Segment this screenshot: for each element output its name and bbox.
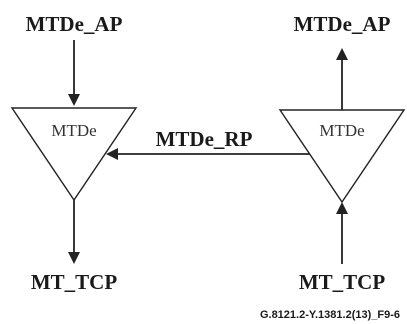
remote-point-link: MTDe_RP xyxy=(106,127,310,160)
left-top-access-point-label: MTDe_AP xyxy=(26,12,123,36)
right-bottom-tcp-label: MT_TCP xyxy=(299,270,386,294)
left-mtde-function-label: MTDe xyxy=(51,121,96,140)
remote-point-label: MTDe_RP xyxy=(156,127,253,151)
right-output-arrowhead xyxy=(336,48,348,60)
right-mtde-function-label: MTDe xyxy=(319,121,364,140)
left-bottom-tcp-label: MT_TCP xyxy=(31,270,118,294)
right-function-block: MTDe_AP MTDe MT_TCP xyxy=(278,12,406,294)
left-mtde-triangle xyxy=(10,107,138,202)
right-input-arrowhead xyxy=(336,202,348,214)
figure-caption: G.8121.2-Y.1381.2(13)_F9-6 xyxy=(260,309,400,321)
left-function-block: MTDe_AP MTDe MT_TCP xyxy=(10,12,138,294)
left-input-arrowhead xyxy=(68,94,80,106)
left-output-arrowhead xyxy=(68,252,80,264)
right-top-access-point-label: MTDe_AP xyxy=(294,12,391,36)
remote-point-arrowhead xyxy=(106,148,118,160)
right-mtde-triangle xyxy=(278,109,406,204)
